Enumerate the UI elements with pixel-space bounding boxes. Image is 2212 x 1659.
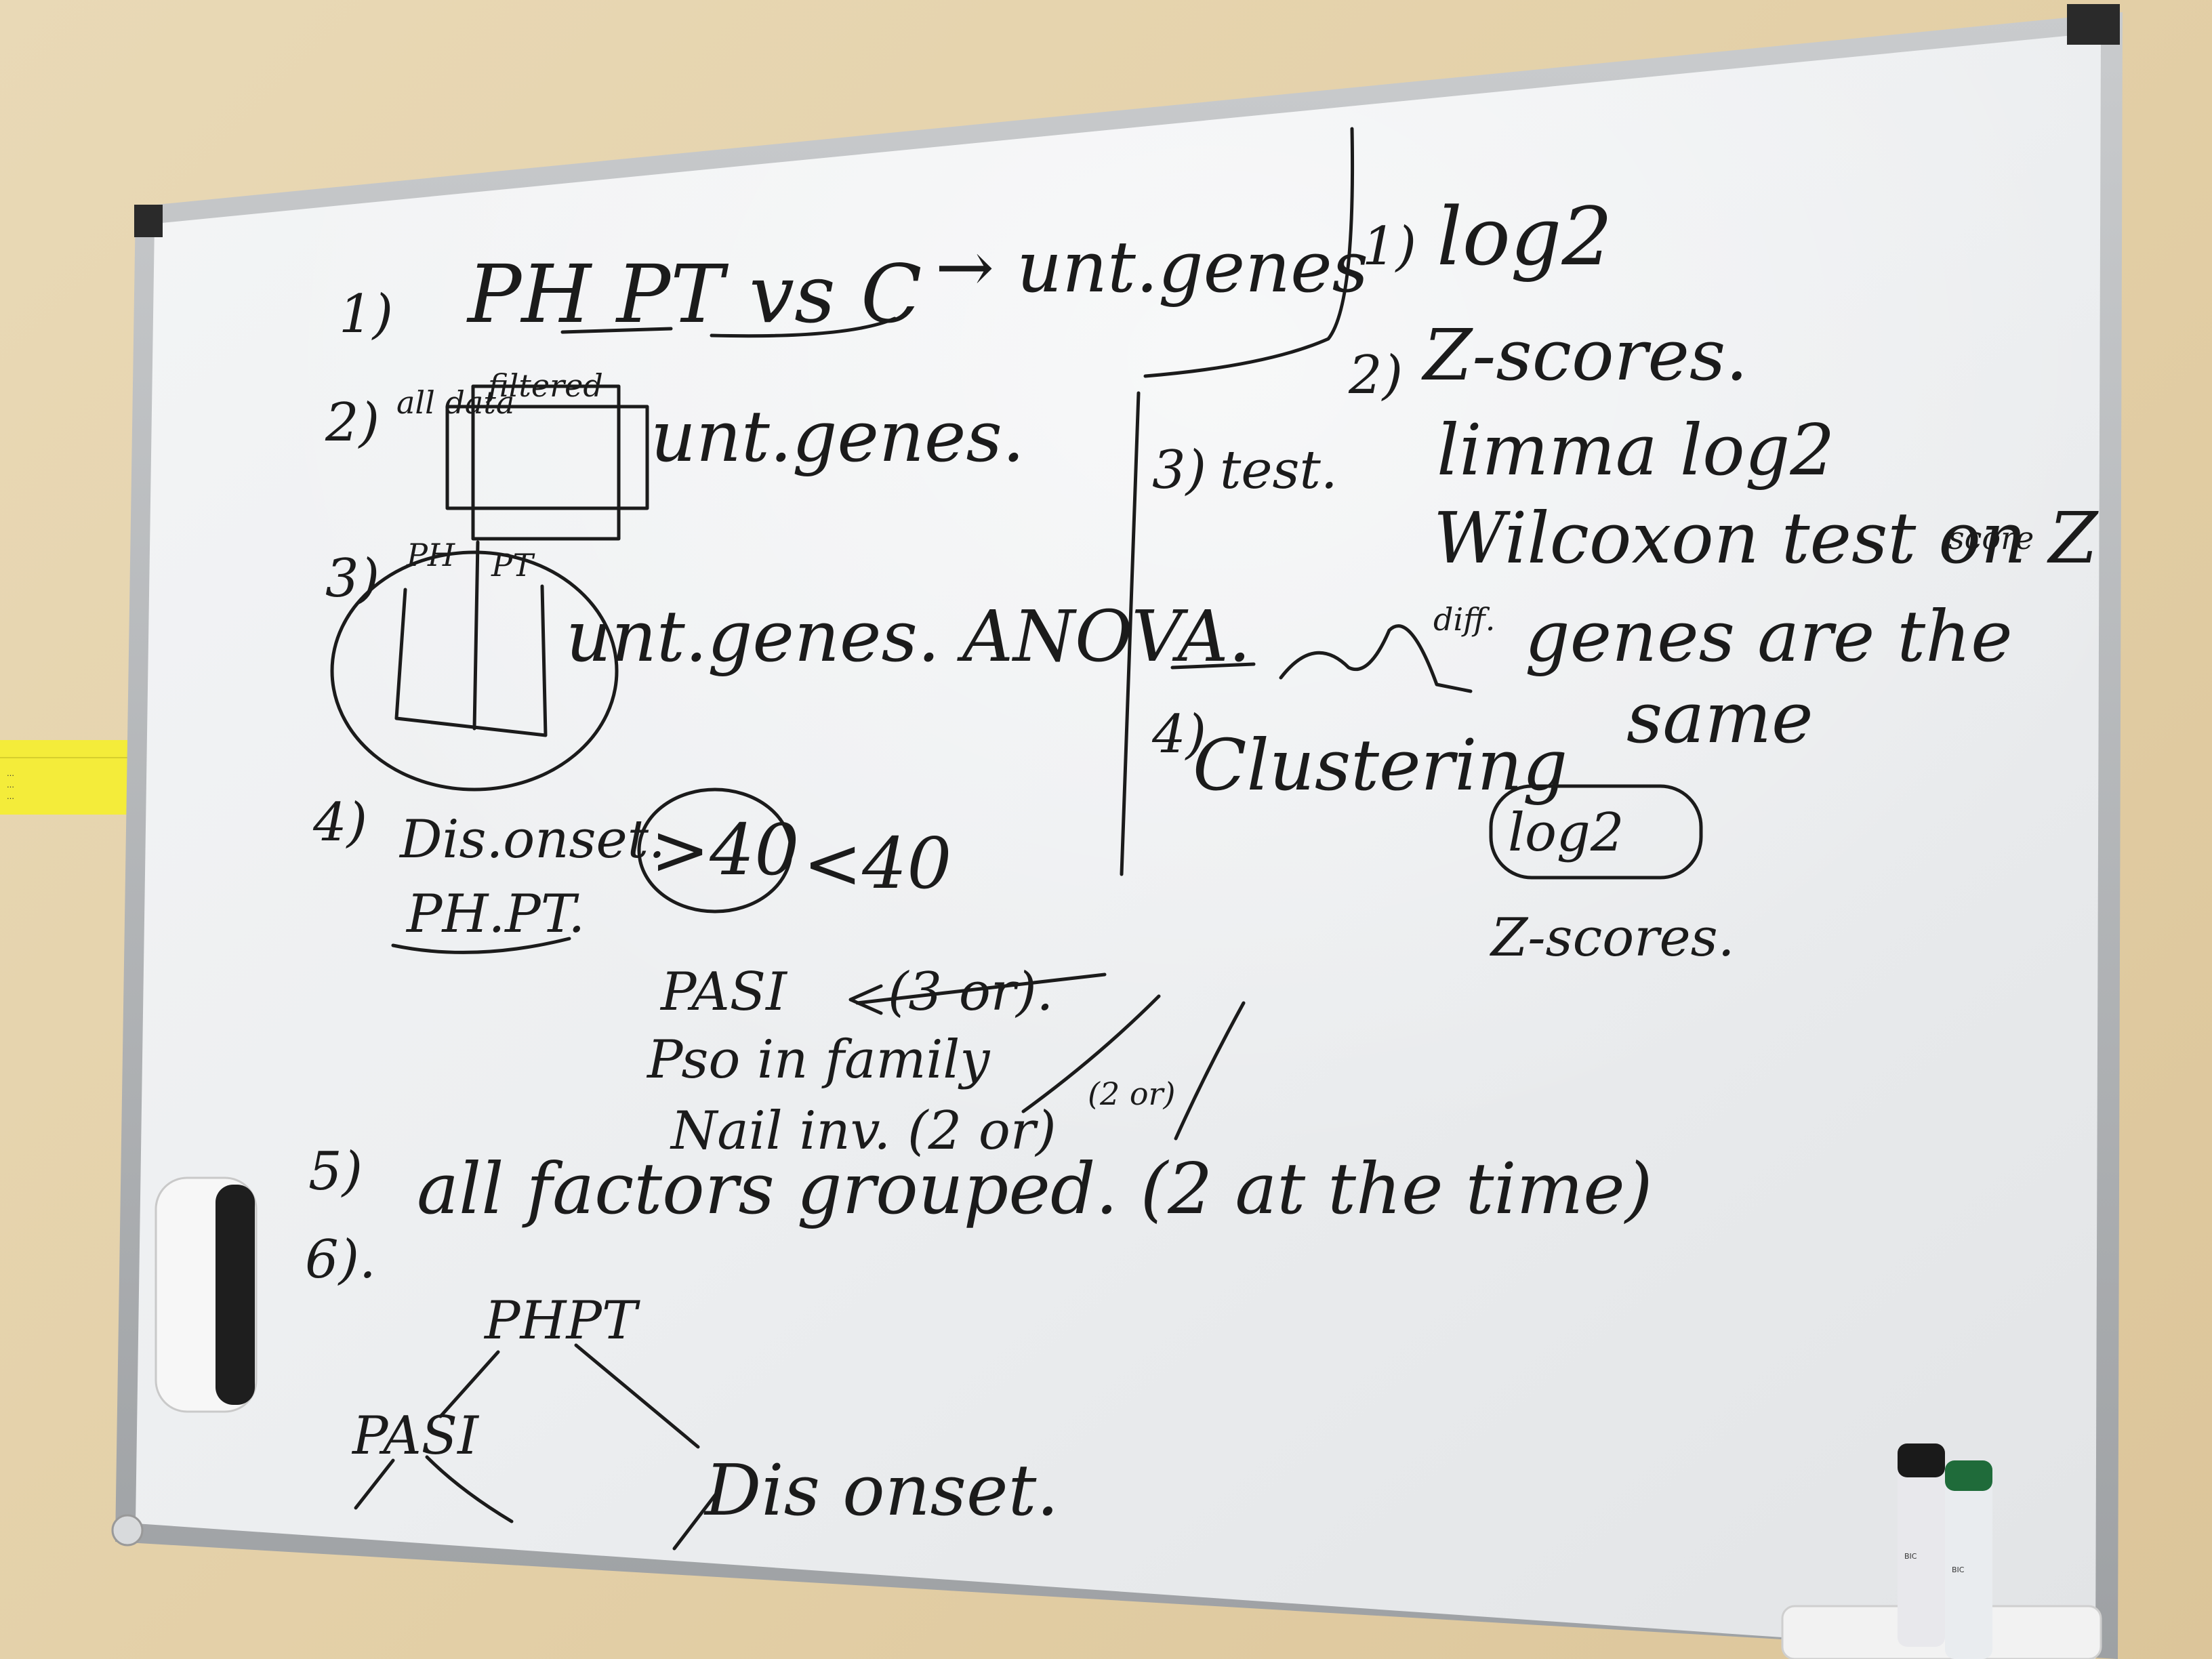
r3-line1: limma log2 <box>1437 409 1835 491</box>
r4-text: Clustering <box>1193 724 1568 806</box>
r3-line4: same <box>1626 676 1814 759</box>
item4-circled-value: >40 <box>651 808 799 891</box>
frame-corner <box>134 205 163 237</box>
item4-number: 4) <box>312 792 367 853</box>
item6-right: Dis onset. <box>703 1449 1059 1532</box>
sticky-note-line: … <box>7 781 14 790</box>
item1-arrow-text: → unt.genes <box>935 226 1368 308</box>
frame-corner <box>2067 4 2120 45</box>
item6-number: 6). <box>305 1229 376 1290</box>
item3-number: 3) <box>325 548 380 609</box>
r1-text: log2 <box>1437 190 1612 283</box>
pasi-arrows <box>1021 994 1246 1141</box>
marker-brand: BIC <box>1904 1552 1917 1561</box>
r3-line3: genes are the <box>1525 595 2013 678</box>
item6-left-branches <box>354 1455 514 1523</box>
r2-text: Z-scores. <box>1421 314 1748 396</box>
r3-line2: Wilcoxon test on Z <box>1433 497 2099 579</box>
item6-branches <box>438 1343 700 1449</box>
item3-circle <box>330 550 619 792</box>
item6-right-branch <box>672 1489 720 1551</box>
sticky-note-line: … <box>7 792 14 801</box>
r3-number: 3) <box>1152 440 1206 501</box>
item4-text-phpt: PH.PT. <box>405 884 585 945</box>
item2-box-all <box>445 405 649 510</box>
item5-number: 5) <box>308 1141 363 1202</box>
r4-circled: log2 <box>1508 802 1624 863</box>
black-marker: BIC <box>1898 1443 1945 1647</box>
pasi-line3: Nail inv. (2 or) <box>670 1101 1057 1162</box>
marker-brand: BIC <box>1952 1565 1965 1574</box>
item2-label-all-data: all data <box>396 384 514 421</box>
green-marker: BIC <box>1945 1460 1992 1659</box>
r4-circle <box>1489 784 1703 880</box>
pasi-side-note: (2 or) <box>1088 1076 1175 1112</box>
item4-text-onset: Dis.onset. <box>398 809 665 870</box>
item4-underline <box>391 937 571 954</box>
item4-circle <box>637 787 793 914</box>
item6-left: PASI <box>351 1406 480 1467</box>
sticky-note-line: … <box>7 769 14 778</box>
whiteboard <box>111 4 2123 1659</box>
item1-number: 1) <box>339 284 393 345</box>
pasi-strike-arrow <box>848 972 1107 1015</box>
r1-number: 1) <box>1362 216 1416 277</box>
r3-small: diff. <box>1433 601 1495 638</box>
item2-box-filtered <box>471 384 621 541</box>
eraser <box>155 1176 258 1413</box>
item2-number: 2) <box>325 392 380 453</box>
item5-text: all factors grouped. (2 at the time) <box>417 1147 1652 1230</box>
pasi-line1: PASI <box>659 962 788 1023</box>
r2-number: 2) <box>1348 345 1403 406</box>
pasi-line1-struck: (3 or). <box>888 962 1053 1023</box>
r4-sub: Z-scores. <box>1489 907 1735 968</box>
frame-corner <box>111 1514 144 1547</box>
sticky-note: … … … <box>0 740 127 815</box>
r4-number: 4) <box>1151 704 1206 765</box>
item6-root: PHPT <box>483 1290 640 1351</box>
item1-underline <box>560 316 897 338</box>
item4-other-value: <40 <box>803 822 951 905</box>
pasi-line2: Pso in family <box>646 1029 990 1090</box>
item1-text: PH PT vs C <box>466 247 922 341</box>
r3-text: test. <box>1220 440 1338 501</box>
r3-distribution-sketch <box>1170 624 1473 693</box>
item3-text: unt.genes. ANOVA. <box>566 595 1251 678</box>
item2-text: unt.genes. <box>651 395 1025 478</box>
r3-line2-extra: score <box>1948 520 2034 556</box>
item3-table <box>394 540 548 737</box>
column-divider <box>1120 127 1355 876</box>
